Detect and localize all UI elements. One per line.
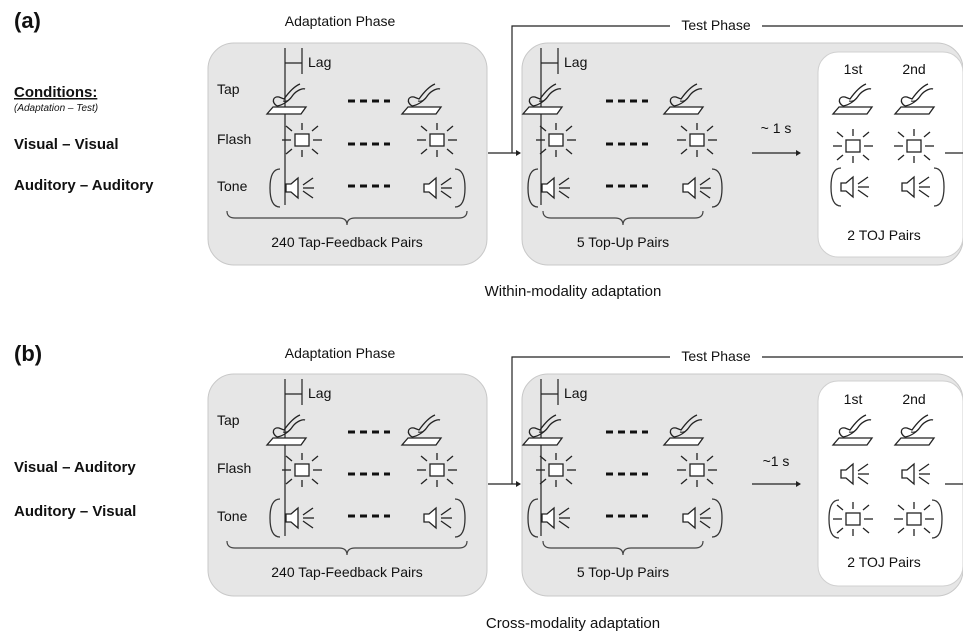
arrowhead: [516, 150, 521, 156]
adaptation-phase-label: Adaptation Phase: [285, 345, 396, 361]
flash-icon: [832, 501, 874, 537]
flash-icon: [832, 128, 874, 164]
adaptation-pairs-label: 240 Tap-Feedback Pairs: [271, 564, 423, 580]
test-phase-bracket: [511, 25, 670, 153]
panel-b-letter: (b): [14, 341, 42, 366]
row-label-tap: Tap: [217, 412, 240, 428]
lag-label: Lag: [564, 385, 587, 401]
adaptation-phase-label: Adaptation Phase: [285, 13, 396, 29]
toj-pairs-label: 2 TOJ Pairs: [847, 554, 920, 570]
row-label-flash: Flash: [217, 460, 251, 476]
conditions-heading: Conditions:: [14, 84, 97, 101]
row-label-tone: Tone: [217, 508, 248, 524]
flash-icon: [676, 122, 718, 158]
panel-a-letter: (a): [14, 8, 41, 33]
toj-pairs-label: 2 TOJ Pairs: [847, 227, 920, 243]
topup-pairs-label: 5 Top-Up Pairs: [577, 564, 669, 580]
row-label-tap: Tap: [217, 81, 240, 97]
panel-b-caption: Cross-modality adaptation: [486, 615, 660, 632]
flash-icon: [535, 122, 577, 158]
delay-label: ~1 s: [763, 453, 790, 469]
arrowhead: [796, 150, 801, 156]
condition-auditory-visual: Auditory – Visual: [14, 503, 136, 520]
toj-second-label: 2nd: [902, 391, 925, 407]
flash-icon: [893, 128, 935, 164]
flash-icon: [281, 122, 323, 158]
condition-visual-visual: Visual – Visual: [14, 136, 119, 153]
toj-first-label: 1st: [844, 391, 863, 407]
toj-box: [817, 51, 963, 258]
lag-label: Lag: [308, 385, 331, 401]
arrowhead: [796, 481, 801, 487]
delay-label: ~ 1 s: [761, 120, 792, 136]
test-phase-label: Test Phase: [681, 17, 750, 33]
row-label-tone: Tone: [217, 178, 248, 194]
topup-pairs-label: 5 Top-Up Pairs: [577, 234, 669, 250]
panel-a: (a) Conditions: (Adaptation – Test) Visu…: [14, 8, 963, 300]
test-phase-bracket: [511, 356, 670, 484]
arrowhead: [516, 481, 521, 487]
lag-label: Lag: [308, 54, 331, 70]
conditions-subheading: (Adaptation – Test): [14, 103, 98, 114]
test-phase-label: Test Phase: [681, 348, 750, 364]
panel-b: (b) Visual – Auditory Auditory – Visual …: [14, 341, 963, 632]
adaptation-pairs-label: 240 Tap-Feedback Pairs: [271, 234, 423, 250]
condition-visual-auditory: Visual – Auditory: [14, 459, 136, 476]
adaptation-phase-box: [207, 42, 488, 266]
panel-a-caption: Within-modality adaptation: [485, 283, 662, 300]
toj-first-label: 1st: [844, 61, 863, 77]
adaptation-phase-box: [207, 373, 488, 597]
flash-icon: [281, 452, 323, 488]
row-label-flash: Flash: [217, 131, 251, 147]
condition-auditory-auditory: Auditory – Auditory: [14, 177, 154, 194]
toj-second-label: 2nd: [902, 61, 925, 77]
flash-icon: [416, 122, 458, 158]
lag-label: Lag: [564, 54, 587, 70]
flash-icon: [416, 452, 458, 488]
flash-icon: [535, 452, 577, 488]
flash-icon: [893, 501, 935, 537]
flash-icon: [676, 452, 718, 488]
